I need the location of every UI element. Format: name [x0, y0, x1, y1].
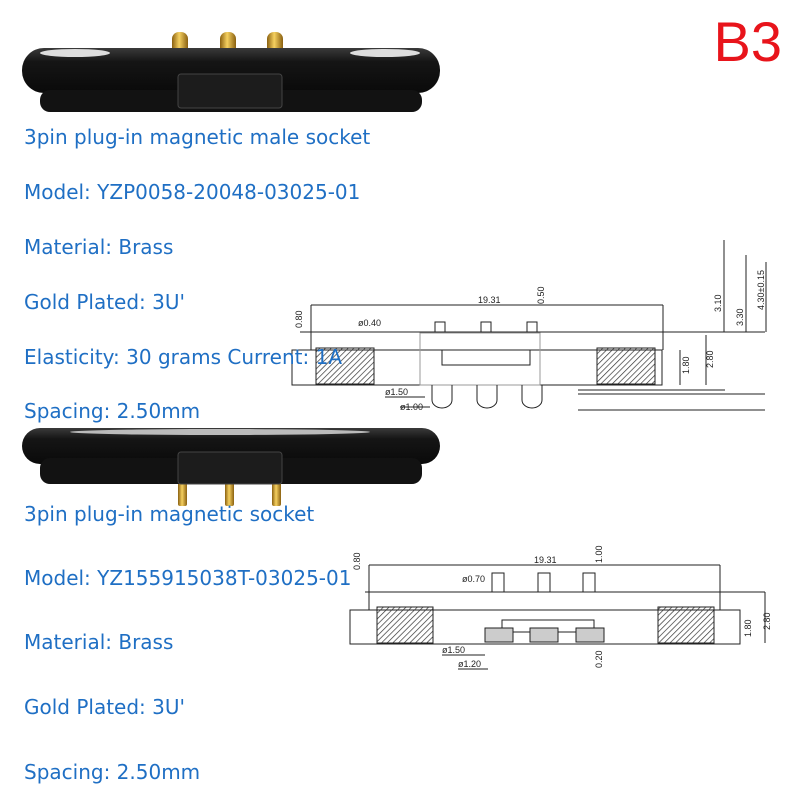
product-1-model: Model: YZP0058-20048-03025-01	[24, 180, 361, 204]
svg-text:ø1.00: ø1.00	[400, 402, 423, 412]
svg-text:2.80: 2.80	[762, 612, 772, 630]
svg-text:19.31: 19.31	[534, 555, 557, 565]
socket-dimensions: 19.31 0.80 ø0.70 1.00 1.80 2.80 ø1.50 ø1…	[352, 545, 772, 669]
product-2-material: Material: Brass	[24, 630, 174, 654]
svg-text:0.80: 0.80	[294, 310, 304, 328]
male-socket-dimensions: 19.31 0.80 ø0.40 0.50 3.10 3.30 4.30±0.1…	[294, 270, 766, 412]
svg-text:1.80: 1.80	[681, 356, 691, 374]
product-2-model: Model: YZ155915038T-03025-01	[24, 566, 352, 590]
product-2-title: 3pin plug-in magnetic socket	[24, 502, 315, 526]
svg-text:ø0.40: ø0.40	[358, 318, 381, 328]
svg-text:4.30±0.15: 4.30±0.15	[756, 270, 766, 310]
svg-text:ø1.50: ø1.50	[385, 387, 408, 397]
svg-text:ø0.70: ø0.70	[462, 574, 485, 584]
svg-text:0.80: 0.80	[352, 552, 362, 570]
product-1-title: 3pin plug-in magnetic male socket	[24, 125, 371, 149]
svg-text:1.80: 1.80	[743, 619, 753, 637]
svg-text:ø1.20: ø1.20	[458, 659, 481, 669]
svg-text:3.10: 3.10	[713, 294, 723, 312]
svg-text:19.31: 19.31	[478, 295, 501, 305]
male-socket-photo	[22, 32, 440, 112]
socket-drawing	[349, 564, 766, 670]
product-1-elasticity: Elasticity: 30 grams Current: 1A	[24, 345, 342, 369]
product-2-spacing: Spacing: 2.50mm	[24, 760, 201, 784]
product-1-plating: Gold Plated: 3U'	[24, 290, 186, 314]
variant-badge: B3	[713, 10, 783, 73]
svg-text:1.00: 1.00	[594, 545, 604, 563]
product-1-spacing: Spacing: 2.50mm	[24, 399, 201, 423]
svg-text:2.80: 2.80	[705, 350, 715, 368]
socket-photo	[22, 428, 440, 506]
svg-text:3.30: 3.30	[735, 308, 745, 326]
male-socket-drawing	[291, 240, 767, 411]
svg-text:ø1.50: ø1.50	[442, 645, 465, 655]
product-2-plating: Gold Plated: 3U'	[24, 695, 186, 719]
svg-text:0.20: 0.20	[594, 650, 604, 668]
product-1-material: Material: Brass	[24, 235, 174, 259]
svg-text:0.50: 0.50	[536, 286, 546, 304]
